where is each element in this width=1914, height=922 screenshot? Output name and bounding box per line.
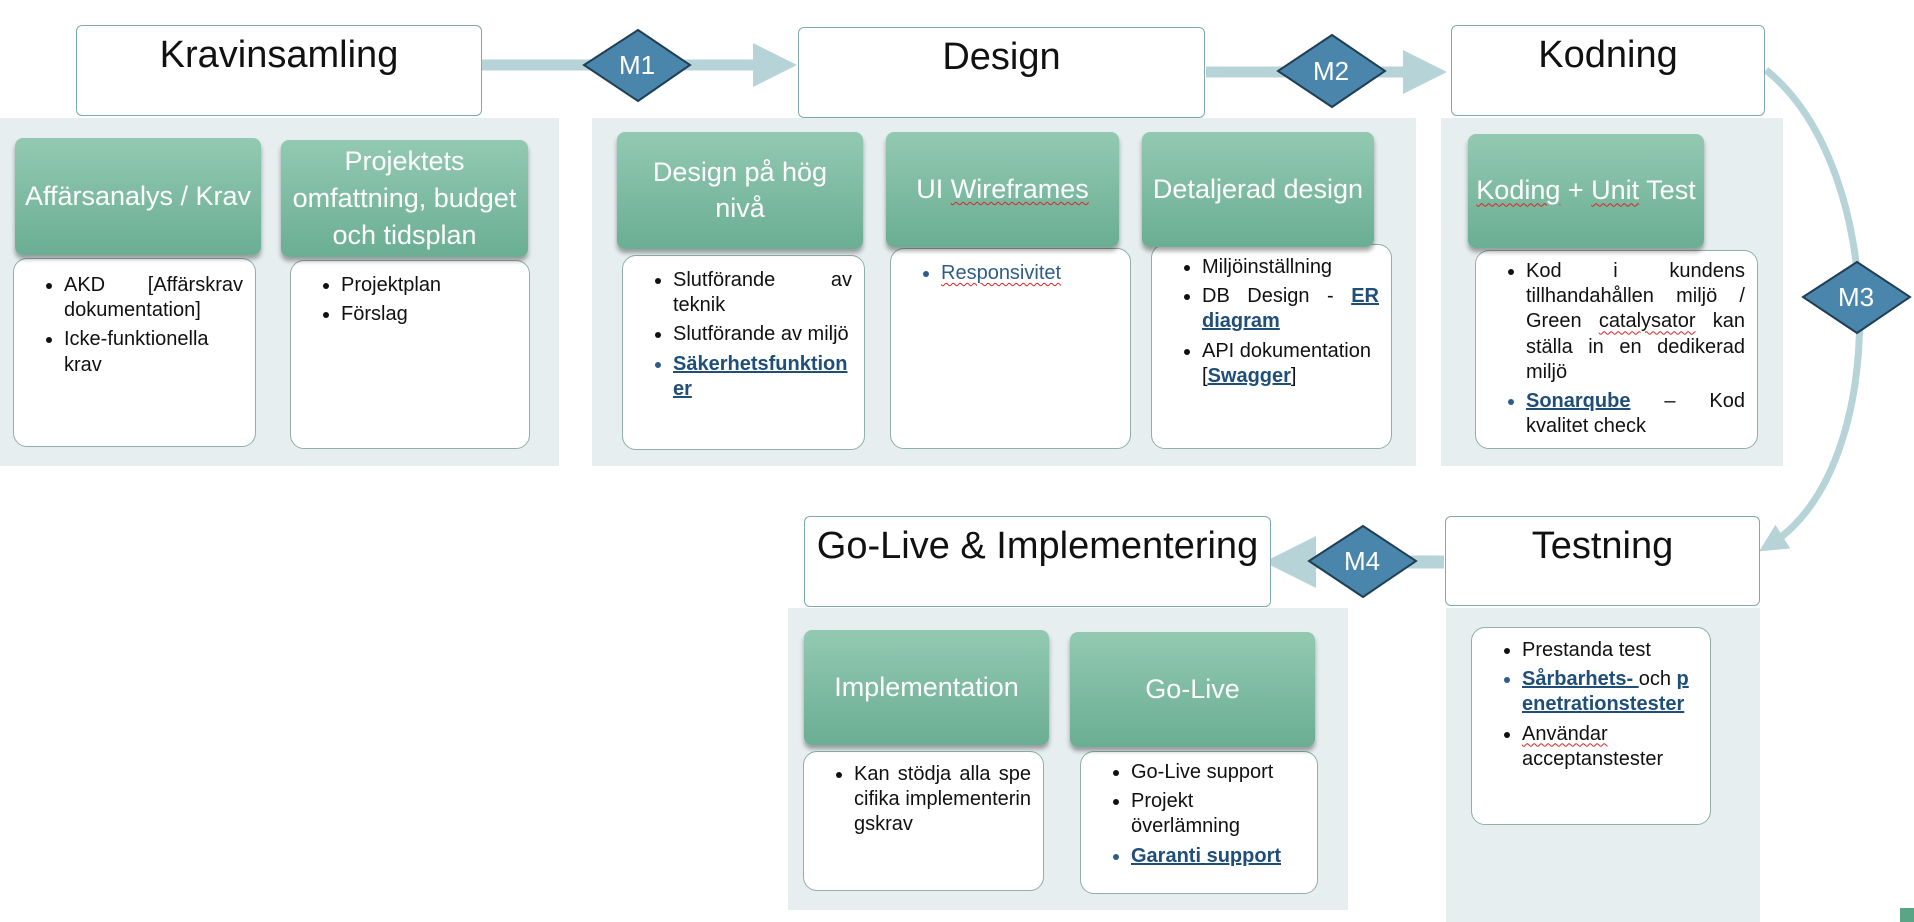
list-item: Projektplan <box>341 273 517 298</box>
tile-ui-wireframes: UI Wireframes <box>886 132 1119 247</box>
list-item: Slutförande av teknik <box>673 268 852 318</box>
link-er-diagram[interactable]: ER diagram <box>1202 285 1379 333</box>
card-implementation: Kan stödja alla specifika implementering… <box>803 751 1044 891</box>
list-item: AKD [Affärskrav dokumentation] <box>64 273 243 323</box>
link-swagger[interactable]: Swagger <box>1207 364 1291 387</box>
card-design-hog: Slutförande av teknik Slutförande av mil… <box>622 255 865 450</box>
list-item: Prestanda test <box>1522 638 1698 663</box>
corner-marker <box>1900 908 1914 922</box>
list-item: Slutförande av miljö <box>673 322 852 347</box>
card-affarsanalys: AKD [Affärskrav dokumentation] Icke-funk… <box>13 258 256 447</box>
list-item: Projekt överlämning <box>1131 789 1305 839</box>
card-golive: Go-Live support Projekt överlämning Gara… <box>1080 751 1318 894</box>
list-item: Användar acceptanstester <box>1522 722 1698 772</box>
milestone-m2: M2 <box>1276 33 1387 109</box>
svg-text:M4: M4 <box>1344 546 1380 576</box>
link-garanti-support[interactable]: Garanti support <box>1131 844 1282 867</box>
list-item: Kan stödja alla specifika implementering… <box>854 762 1031 838</box>
link-sakerhetsfunktioner[interactable]: Säkerhetsfunktioner <box>673 352 848 400</box>
list-item: Garanti support <box>1131 844 1305 869</box>
list-item: Sårbarhets- och penetrationstester <box>1522 667 1698 717</box>
milestone-m3: M3 <box>1801 260 1912 335</box>
list-item: Go-Live support <box>1131 760 1305 785</box>
list-item: Icke-funktionella krav <box>64 327 243 377</box>
phase-kravinsamling-header: Kravinsamling <box>76 25 482 116</box>
svg-text:M3: M3 <box>1838 282 1874 312</box>
tile-affarsanalys: Affärsanalys / Krav <box>15 138 261 255</box>
tile-golive: Go-Live <box>1070 632 1315 747</box>
list-item: Förslag <box>341 302 517 327</box>
card-detaljerad: Miljöinställning DB Design - ER diagram … <box>1151 244 1392 449</box>
phase-testning-header: Testning <box>1445 516 1760 606</box>
link-sonarqube[interactable]: Sonarqube <box>1526 389 1631 412</box>
phase-design-header: Design <box>798 27 1205 118</box>
list-item: Sonarqube – Kod kvalitet check <box>1526 389 1745 439</box>
list-item: Säkerhetsfunktioner <box>673 352 852 402</box>
tile-koding: Koding + Unit Test <box>1468 134 1704 248</box>
svg-text:M1: M1 <box>619 50 655 80</box>
milestone-m4: M4 <box>1307 524 1418 599</box>
link-sarbarhets[interactable]: Sårbarhets- <box>1522 668 1639 691</box>
link-penetrationstester[interactable]: penetrationstester <box>1522 668 1689 716</box>
phase-golive-header: Go-Live & Implementering <box>804 516 1271 607</box>
list-item: Miljöinställning <box>1202 255 1379 280</box>
card-ui-wireframes: Responsivitet <box>890 248 1131 449</box>
list-item: DB Design - ER diagram <box>1202 284 1379 334</box>
list-item: API dokumentation [Swagger] <box>1202 339 1379 389</box>
list-item: Responsivitet <box>941 261 1118 286</box>
phase-kodning-header: Kodning <box>1451 25 1765 116</box>
svg-text:M2: M2 <box>1313 56 1349 86</box>
tile-detaljerad: Detaljerad design <box>1142 132 1374 247</box>
list-item: Kod i kundens tillhandahållen miljö / Gr… <box>1526 259 1745 385</box>
tile-implementation: Implementation <box>804 630 1049 745</box>
tile-design-hog: Design på hög nivå <box>617 132 863 249</box>
tile-projektets: Projektets omfattning, budget och tidspl… <box>281 140 528 257</box>
card-testning: Prestanda test Sårbarhets- och penetrati… <box>1471 627 1711 825</box>
card-projektets: Projektplan Förslag <box>290 260 530 449</box>
milestone-m1: M1 <box>582 28 692 103</box>
card-koding: Kod i kundens tillhandahållen miljö / Gr… <box>1475 250 1758 449</box>
